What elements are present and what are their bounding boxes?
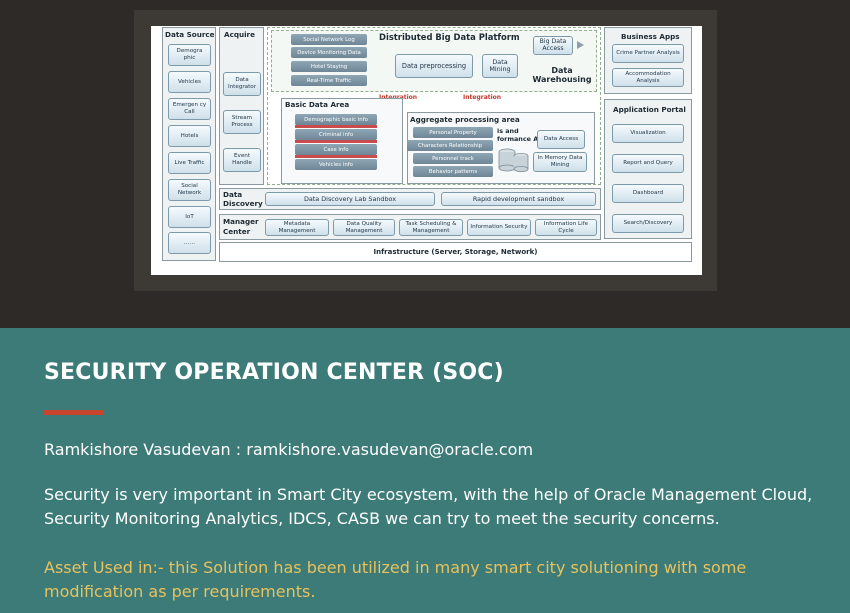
integration-label: Integration [379, 94, 417, 101]
manager-item: Metadata Management [265, 219, 329, 236]
platform-source: Real-Time Traffic [291, 75, 367, 86]
author-line: Ramkishore Vasudevan : ramkishore.vasude… [44, 440, 534, 459]
manager-item: Data Quality Management [333, 219, 395, 236]
in-memory-box: In Memory Data Mining [533, 152, 587, 172]
data-source-item: Social Network [168, 179, 211, 201]
portal-item: Report and Query [612, 154, 684, 173]
acquire-item: Event Handle [223, 148, 261, 172]
basic-area-item: Criminal info [295, 129, 377, 140]
warehousing-title: Data Warehousing [532, 66, 592, 85]
acquire-title: Acquire [224, 30, 255, 39]
acquire-item: Data Integrator [223, 72, 261, 96]
aggregate-item: Personnel track [413, 153, 493, 164]
application-portal-title: Application Portal [613, 105, 686, 114]
data-source-item: IoT [168, 206, 211, 228]
discovery-item: Rapid development sandbox [441, 192, 596, 206]
basic-area-title: Basic Data Area [285, 100, 350, 109]
data-source-title: Data Source [165, 30, 215, 39]
aggregate-area-title: Aggregate processing area [410, 115, 520, 124]
business-app-item: Crime Partner Analysis [612, 44, 684, 63]
platform-source: Device Monitoring Data [291, 47, 367, 58]
database-icon [498, 148, 529, 172]
platform-source: Social Network Log [291, 34, 367, 45]
architecture-diagram: Data Source Demogra phic Vehicles Emerge… [151, 26, 702, 275]
portal-item: Search/Discovery [612, 214, 684, 233]
big-data-access-box: Big Data Access [533, 36, 573, 55]
data-source-item: Demogra phic [168, 44, 211, 66]
mining-box: Data Mining [482, 54, 518, 78]
data-source-item: …… [168, 232, 211, 254]
accent-rule [44, 410, 104, 415]
divider-line [295, 140, 377, 143]
platform-source: Hotel Staying [291, 61, 367, 72]
basic-area-item: Case info [295, 144, 377, 155]
data-source-item: Emergen cy Call [168, 98, 211, 120]
data-source-item: Vehicles [168, 71, 211, 93]
preprocessing-box: Data preprocessing [395, 54, 473, 78]
divider-line [295, 125, 377, 128]
data-source-item: Live Traffic [168, 152, 211, 174]
data-access-box: Data Access [537, 130, 585, 149]
manager-item: Information Security [467, 219, 531, 236]
asset-note: Asset Used in:- this Solution has been u… [44, 558, 747, 601]
infrastructure-label: Infrastructure (Server, Storage, Network… [373, 248, 538, 256]
business-apps-title: Business Apps [621, 32, 680, 41]
manager-item: Information Life Cycle [535, 219, 597, 236]
basic-area-item: Vehicles info [295, 159, 377, 170]
right-arrow-icon [577, 41, 584, 49]
aggregate-item: Personal Property [413, 127, 493, 138]
description-text: Security is very important in Smart City… [44, 485, 813, 528]
manager-center-title: Manager Center [223, 217, 259, 236]
aggregate-item: Behavior patterns [413, 166, 493, 177]
discovery-item: Data Discovery Lab Sandbox [265, 192, 435, 206]
data-source-item: Hotels [168, 125, 211, 147]
business-app-item: Accommodation Analysis [612, 68, 684, 87]
divider-line [295, 155, 377, 158]
platform-frame [267, 27, 601, 185]
integration-label: Integration [463, 94, 502, 101]
manager-item: Task Scheduling & Management [399, 219, 463, 236]
acquire-item: Stream Process [223, 110, 261, 134]
basic-area-item: Demographic basic info [295, 114, 377, 125]
infrastructure-row [219, 242, 692, 262]
data-discovery-title: Data Discovery [223, 190, 263, 208]
platform-title: Distributed Big Data Platform [379, 32, 520, 42]
aggregate-item: Characters Relationship [407, 140, 493, 151]
portal-item: Visualization [612, 124, 684, 143]
portal-item: Dashboard [612, 184, 684, 203]
slide-title: SECURITY OPERATION CENTER (SOC) [44, 360, 504, 385]
text-panel [0, 328, 850, 613]
